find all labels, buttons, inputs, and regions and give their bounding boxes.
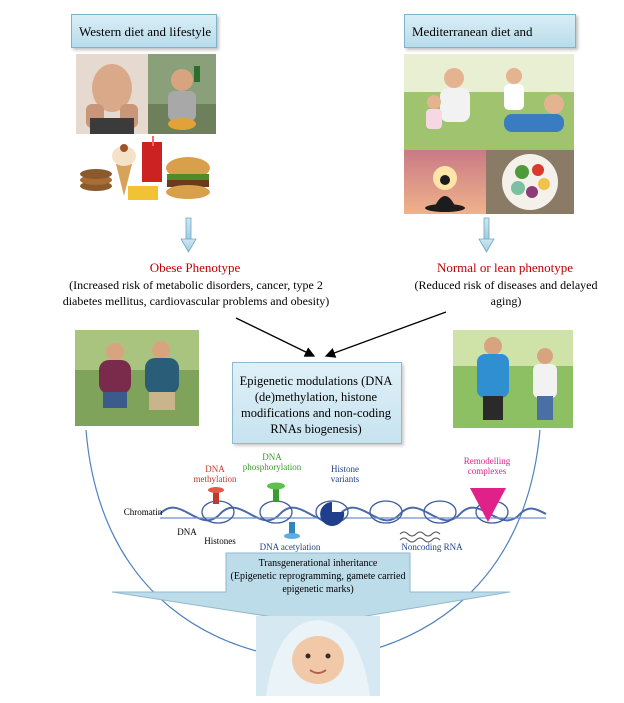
remodelling-complexes-label: Remodelling complexes: [463, 456, 511, 476]
western-photo-stressed-man: [76, 54, 148, 134]
noncoding-rna-label: Noncoding RNA: [401, 542, 463, 552]
mediterranean-photo-meditation: [404, 150, 486, 214]
couch-eating-image: [148, 54, 216, 134]
normal-phenotype-description: (Reduced risk of diseases and delayed ag…: [414, 278, 598, 308]
junk-food-image: [76, 134, 216, 208]
arrow-normal-to-epigenetic: [324, 311, 447, 358]
nucleosome: [259, 500, 293, 524]
nucleosome: [201, 500, 235, 524]
dna-phosphorylation-label: DNA phosphorylation: [242, 452, 302, 472]
overweight-couple-image: [75, 330, 199, 426]
runners-photo: [453, 330, 573, 428]
nucleosome: [423, 500, 457, 524]
transgenerational-subtitle: (Epigenetic reprogramming, gamete carrie…: [230, 571, 406, 595]
runners-image: [453, 330, 573, 428]
western-photo-couch-man: [148, 54, 216, 134]
methylation-marker: [208, 487, 224, 504]
transgenerational-text: Transgenerational inheritance (Epigeneti…: [226, 557, 410, 596]
normal-phenotype-title: Normal or lean phenotype: [436, 260, 574, 275]
salad-bowl-image: [486, 150, 574, 214]
western-title: Western diet and lifestyle: [79, 24, 212, 39]
obese-phenotype-title: Obese Phenotype: [149, 260, 241, 275]
epigenetic-modulations-scroll: [232, 362, 402, 444]
western-photo-junk-food: [76, 134, 216, 208]
transgenerational-title: Transgenerational inheritance: [258, 558, 378, 569]
dna-acetylation-label: DNA acetylation: [259, 542, 321, 552]
dna-methylation-label: DNA methylation: [193, 464, 237, 484]
histones-label: Histones: [204, 536, 236, 546]
stressed-man-image: [76, 54, 148, 134]
transgenerational-arrow: [111, 552, 511, 625]
phosphorylation-marker: [267, 482, 285, 502]
baby-image: [256, 616, 380, 696]
chromatin-label: Chromatin: [123, 507, 163, 517]
overweight-couple-photo: [75, 330, 199, 426]
nucleosome: [369, 500, 403, 524]
dna-strand: [159, 506, 547, 522]
family-picnic-image: [404, 54, 574, 150]
noncoding-rna-marker: [399, 531, 441, 543]
down-arrow-right: [478, 217, 495, 253]
mediterranean-photo-salad: [486, 150, 574, 214]
histone-variant-marker: [320, 502, 345, 526]
remodelling-complex-marker: [470, 488, 506, 522]
mediterranean-title-box: Mediterranean diet and lifestyle: [404, 14, 576, 73]
arrow-obese-to-epigenetic: [235, 317, 316, 357]
meditation-image: [404, 150, 486, 214]
epigenetic-modulations-text: Epigenetic modulations (DNA (de)methylat…: [239, 374, 393, 436]
chromatin-illustration: [159, 482, 547, 543]
obese-phenotype-description: (Increased risk of metabolic disorders, …: [62, 278, 330, 308]
acetylation-marker: [284, 522, 300, 539]
mediterranean-photo-family: [404, 54, 574, 150]
histone-variants-label: Histone variants: [330, 464, 360, 484]
dna-label: DNA: [177, 527, 197, 537]
western-title-box: Western diet and lifestyle: [71, 14, 217, 48]
down-arrow-left: [180, 217, 197, 253]
baby-photo: [256, 616, 380, 696]
